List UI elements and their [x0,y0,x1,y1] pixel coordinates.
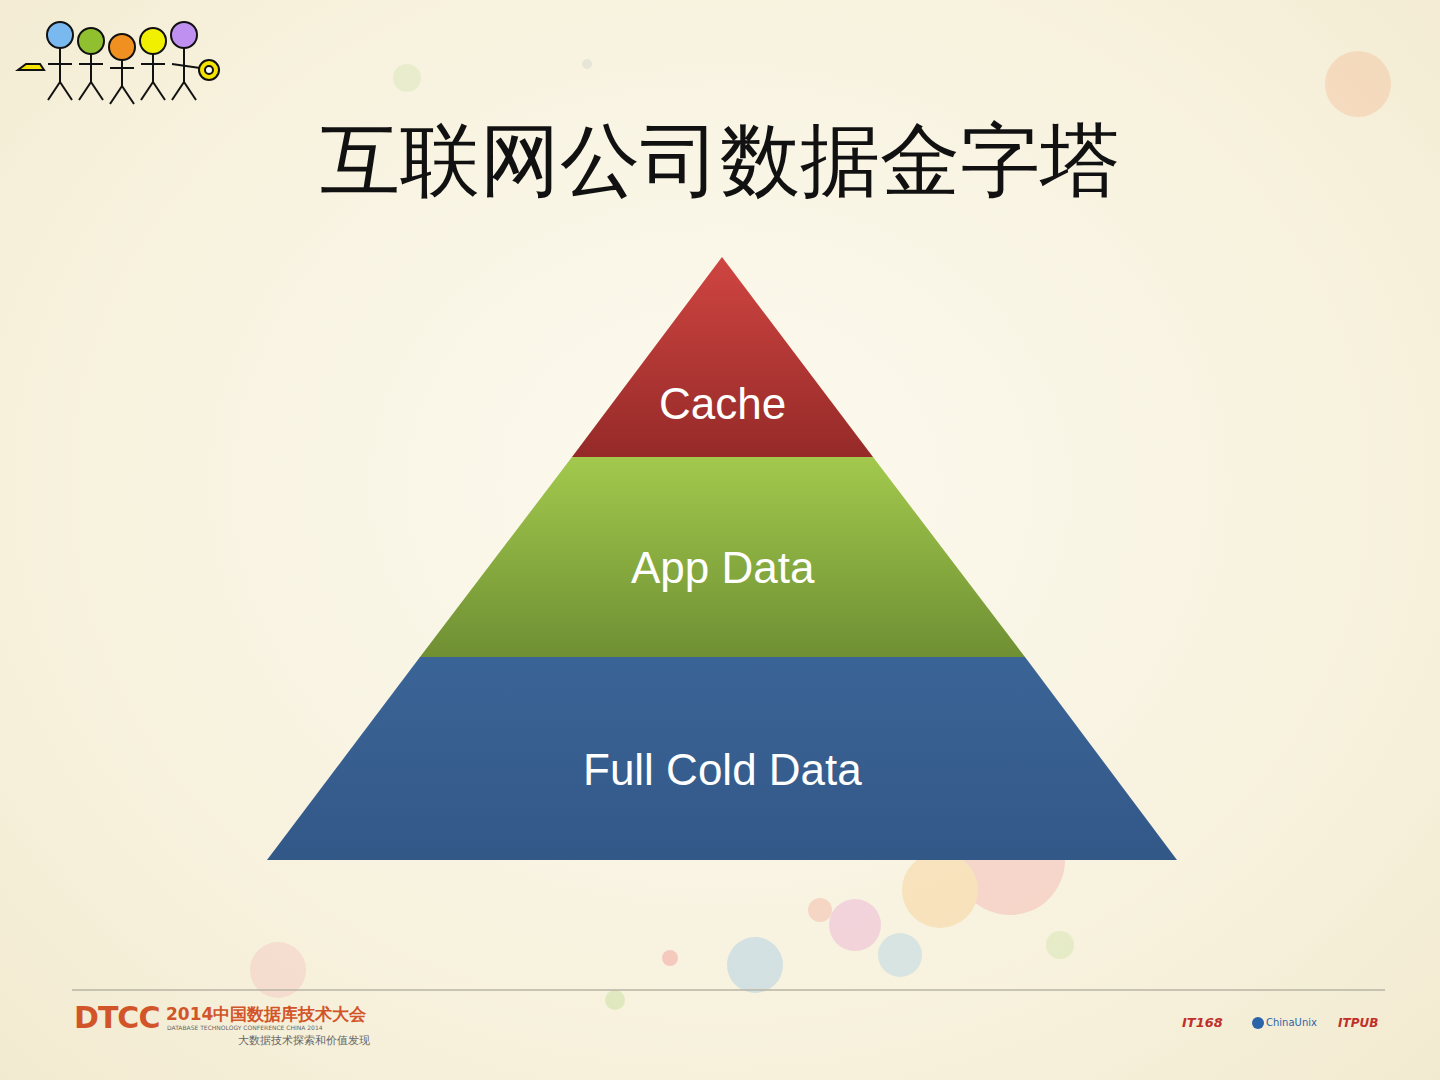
conference-slogan: 大数据技术探索和价值发现 [238,1033,370,1048]
band-label: Full Cold Data [583,746,862,794]
band-label: App Data [631,544,814,592]
conference-logo-text: DTCC [74,1000,159,1035]
band-fill [572,257,873,457]
sponsor-logo: IT168 [1182,1015,1223,1030]
sponsor-logo: ITPUB [1338,1016,1378,1030]
band-fill [420,457,1025,657]
pyramid-band: App Data [420,457,1025,657]
band-label: Cache [659,380,786,428]
conference-name: 2014中国数据库技术大会 [166,1003,366,1026]
slide-title: 互联网公司数据金字塔 [0,108,1440,216]
pyramid-band: Cache [572,257,873,457]
footer-logo-marks [1252,1017,1264,1029]
conference-subtitle: DATABASE TECHNOLOGY CONFERENCE CHINA 201… [167,1024,323,1031]
pyramid-band: Full Cold Data [267,657,1177,860]
sponsor-logo: ChinaUnix [1266,1017,1317,1028]
band-fill [267,657,1177,860]
footer-rule [72,989,1385,991]
conference-logo [18,22,219,104]
